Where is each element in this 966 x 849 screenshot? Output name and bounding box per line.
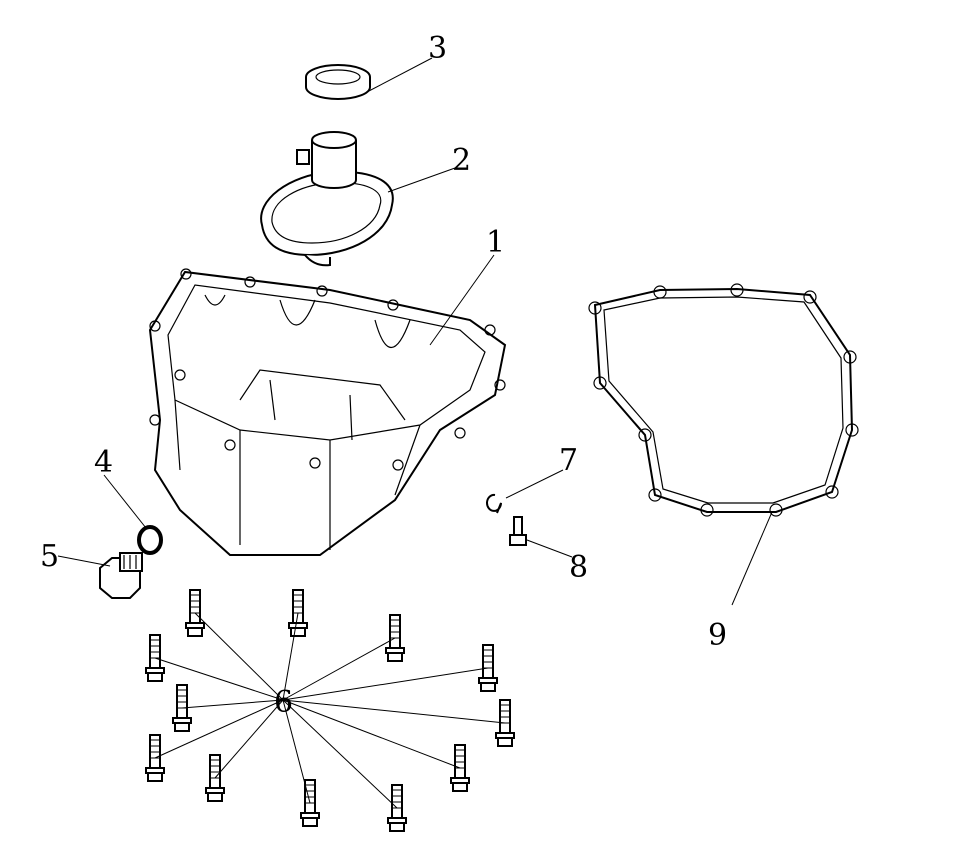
leader-line	[282, 699, 398, 809]
callout-5: 5	[40, 539, 59, 574]
flange-bolt	[495, 699, 515, 747]
callout-4: 4	[94, 445, 113, 480]
seal-ring-part	[305, 64, 371, 100]
flange-bolt	[385, 614, 405, 662]
pan-bolt-holes	[149, 268, 506, 471]
leader-line	[282, 699, 311, 804]
drain-washer-part	[137, 525, 163, 555]
leader-lines-6	[154, 612, 506, 809]
leader-line	[282, 612, 299, 701]
callout-9: 9	[708, 618, 727, 653]
leader-line	[282, 699, 461, 769]
callout-2: 2	[452, 143, 471, 178]
gasket-holes	[588, 283, 859, 517]
callout-3: 3	[428, 31, 447, 66]
flange-bolt	[300, 779, 320, 827]
flange-bolt	[387, 784, 407, 832]
drain-plug-part	[99, 552, 143, 599]
callout-7: 7	[559, 443, 578, 478]
flange-bolt	[172, 684, 192, 732]
leader-line	[282, 699, 506, 724]
gasket-part	[588, 283, 859, 517]
leader-line	[214, 699, 284, 779]
flange-bolt	[288, 589, 308, 637]
callout-8: 8	[569, 550, 588, 585]
leader-line	[282, 637, 396, 701]
flange-bolt	[478, 644, 498, 692]
callout-1: 1	[486, 225, 505, 260]
small-bolt-part	[509, 516, 527, 546]
leader-line	[154, 699, 284, 759]
flange-bolts-group	[145, 589, 515, 832]
leader-line	[282, 667, 489, 701]
callout-6: 6	[274, 685, 293, 720]
flange-bolt	[450, 744, 470, 792]
flange-bolt	[185, 589, 205, 637]
leader-line	[181, 699, 284, 709]
flange-bolt	[145, 634, 165, 682]
leader-line	[154, 657, 284, 701]
oil-strainer-part	[260, 131, 394, 267]
clip-part	[486, 493, 502, 514]
oil-pan-part	[148, 268, 507, 556]
flange-bolt	[145, 734, 165, 782]
leader-line	[194, 612, 284, 701]
leader-lines	[57, 57, 773, 606]
